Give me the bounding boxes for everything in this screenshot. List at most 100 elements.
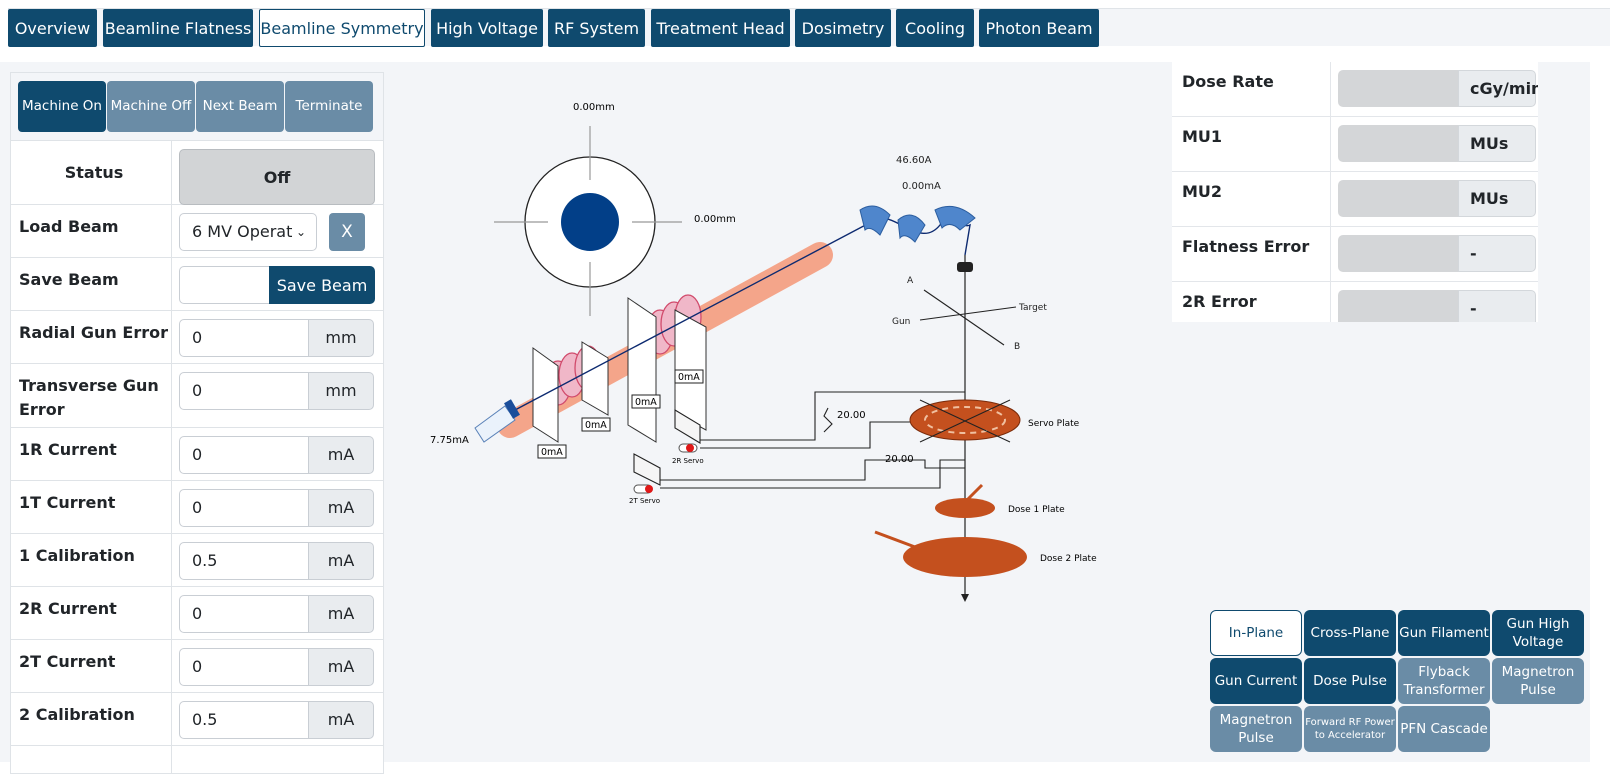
param-label: Transverse Gun Error	[19, 376, 159, 419]
resistor-2-readout: 20.00	[885, 454, 914, 465]
status-row: Status Off	[11, 141, 383, 205]
pfn-cascade-button[interactable]: PFN Cascade	[1398, 706, 1490, 752]
servo-plate-label: Servo Plate	[1028, 419, 1080, 429]
flyback-transformer-button[interactable]: Flyback Transformer	[1398, 658, 1490, 704]
magnetron-pulse-button[interactable]: Magnetron Pulse	[1210, 706, 1302, 752]
tab-beamline-symmetry[interactable]: Beamline Symmetry	[259, 9, 425, 47]
chevron-down-icon: ⌄	[295, 225, 306, 239]
coil-readout: 0mA	[635, 397, 657, 408]
param-row: 1T Current 0 mA	[11, 481, 383, 534]
axis-b-label: B	[1014, 342, 1020, 352]
tab-high-voltage[interactable]: High Voltage	[431, 9, 543, 47]
1r-current-input[interactable]: 0	[179, 436, 309, 474]
param-unit: mA	[308, 542, 374, 580]
top-readout: 0.00mm	[573, 102, 615, 113]
load-beam-select[interactable]: 6 MV Operat ⌄	[179, 213, 317, 251]
gun-high-voltage-button[interactable]: Gun High Voltage	[1492, 610, 1584, 656]
2t-current-input[interactable]: 0	[179, 648, 309, 686]
tab-overview[interactable]: Overview	[8, 9, 97, 47]
param-row: 2 Calibration 0.5 mA	[11, 693, 383, 746]
readout-panel: Dose Rate cGy/min MU1 MUs MU2 MUs Flatne…	[1172, 62, 1538, 322]
mu1-gauge	[1338, 125, 1458, 162]
readout-label: MU2	[1182, 182, 1223, 201]
param-unit: mA	[308, 595, 374, 633]
in-plane-button[interactable]: In-Plane	[1210, 610, 1302, 656]
coordinate-axes: A B Gun Target	[892, 276, 1047, 352]
save-beam-input[interactable]	[179, 266, 271, 304]
readout-row: Dose Rate cGy/min	[1172, 62, 1538, 117]
param-row: Transverse Gun Error 0 mm	[11, 364, 383, 428]
readout-row: Flatness Error -	[1172, 227, 1538, 282]
save-beam-label: Save Beam	[19, 270, 119, 289]
servo-2r-label: 2R Servo	[672, 457, 704, 465]
readout-unit: cGy/min	[1458, 70, 1538, 107]
param-row: 1 Calibration 0.5 mA	[11, 534, 383, 587]
servo-circuits	[633, 391, 965, 489]
readout-row: MU1 MUs	[1172, 117, 1538, 172]
machine-on-button[interactable]: Machine On	[18, 81, 106, 132]
coil-readout: 0mA	[678, 372, 700, 383]
param-row: Radial Gun Error 0 mm	[11, 311, 383, 364]
param-row-partial	[11, 746, 383, 773]
electron-gun: 7.75mA	[430, 399, 520, 446]
param-row: 2R Current 0 mA	[11, 587, 383, 640]
coil-readouts: 0mA 0mA 0mA 0mA	[537, 369, 704, 459]
1-calibration-input[interactable]: 0.5	[179, 542, 309, 580]
target-disc	[957, 262, 973, 272]
top-nav: Overview Beamline Flatness Beamline Symm…	[8, 8, 1610, 47]
load-beam-row: Load Beam 6 MV Operat ⌄ X	[11, 205, 383, 258]
1t-current-input[interactable]: 0	[179, 489, 309, 527]
radial-gun-error-input[interactable]: 0	[179, 319, 309, 357]
2-calibration-input[interactable]: 0.5	[179, 701, 309, 739]
dose-pulse-button[interactable]: Dose Pulse	[1304, 658, 1396, 704]
tab-photon-beam[interactable]: Photon Beam	[979, 9, 1099, 47]
param-label: Radial Gun Error	[19, 323, 168, 342]
tab-treatment-head[interactable]: Treatment Head	[651, 9, 790, 47]
readout-unit: -	[1458, 290, 1536, 322]
2r-current-input[interactable]: 0	[179, 595, 309, 633]
readout-unit: MUs	[1458, 125, 1536, 162]
axis-a-label: A	[907, 276, 914, 286]
param-unit: mm	[308, 372, 374, 410]
coil-readout: 0mA	[585, 420, 607, 431]
save-beam-row: Save Beam Save Beam	[11, 258, 383, 311]
axis-target-label: Target	[1018, 303, 1047, 313]
param-label: 2 Calibration	[19, 705, 135, 724]
readout-unit: MUs	[1458, 180, 1536, 217]
readout-label: MU1	[1182, 127, 1223, 146]
bend-ma-readout: 0.00mA	[902, 181, 941, 192]
bend-magnet: 46.60A 0.00mA	[859, 155, 976, 243]
machine-off-button[interactable]: Machine Off	[107, 81, 195, 132]
tab-rf-system[interactable]: RF System	[548, 9, 645, 47]
next-beam-button[interactable]: Next Beam	[196, 81, 284, 132]
transverse-gun-error-input[interactable]: 0	[179, 372, 309, 410]
tab-dosimetry[interactable]: Dosimetry	[795, 9, 891, 47]
tab-cooling[interactable]: Cooling	[896, 9, 974, 47]
gun-filament-button[interactable]: Gun Filament	[1398, 610, 1490, 656]
dose-1-label: Dose 1 Plate	[1008, 505, 1065, 515]
beam-spot	[561, 193, 619, 251]
forward-rf-power-button[interactable]: Forward RF Power to Accelerator	[1304, 706, 1396, 752]
readout-label: 2R Error	[1182, 292, 1257, 311]
beam-exit-arrow	[961, 594, 969, 602]
side-readout: 0.00mm	[694, 214, 736, 225]
readout-row: 2R Error -	[1172, 282, 1538, 322]
dose-2-label: Dose 2 Plate	[1040, 554, 1097, 564]
beam-position-target: 0.00mm 0.00mm	[494, 102, 736, 316]
dose-2-plate: Dose 2 Plate	[874, 530, 1097, 577]
readout-label: Dose Rate	[1182, 72, 1274, 91]
coil-readout: 0mA	[541, 447, 563, 458]
terminate-button[interactable]: Terminate	[285, 81, 373, 132]
magnetron-pulse-button[interactable]: Magnetron Pulse	[1492, 658, 1584, 704]
tab-beamline-flatness[interactable]: Beamline Flatness	[103, 9, 253, 47]
param-unit: mA	[308, 489, 374, 527]
cross-plane-button[interactable]: Cross-Plane	[1304, 610, 1396, 656]
gun-current-button[interactable]: Gun Current	[1210, 658, 1302, 704]
clear-beam-button[interactable]: X	[329, 213, 365, 251]
param-unit: mA	[308, 701, 374, 739]
param-label: 1R Current	[19, 440, 117, 459]
param-label: 2T Current	[19, 652, 116, 671]
save-beam-button[interactable]: Save Beam	[269, 266, 375, 304]
bend-current-readout: 46.60A	[896, 155, 932, 166]
axis-gun-label: Gun	[892, 317, 910, 327]
